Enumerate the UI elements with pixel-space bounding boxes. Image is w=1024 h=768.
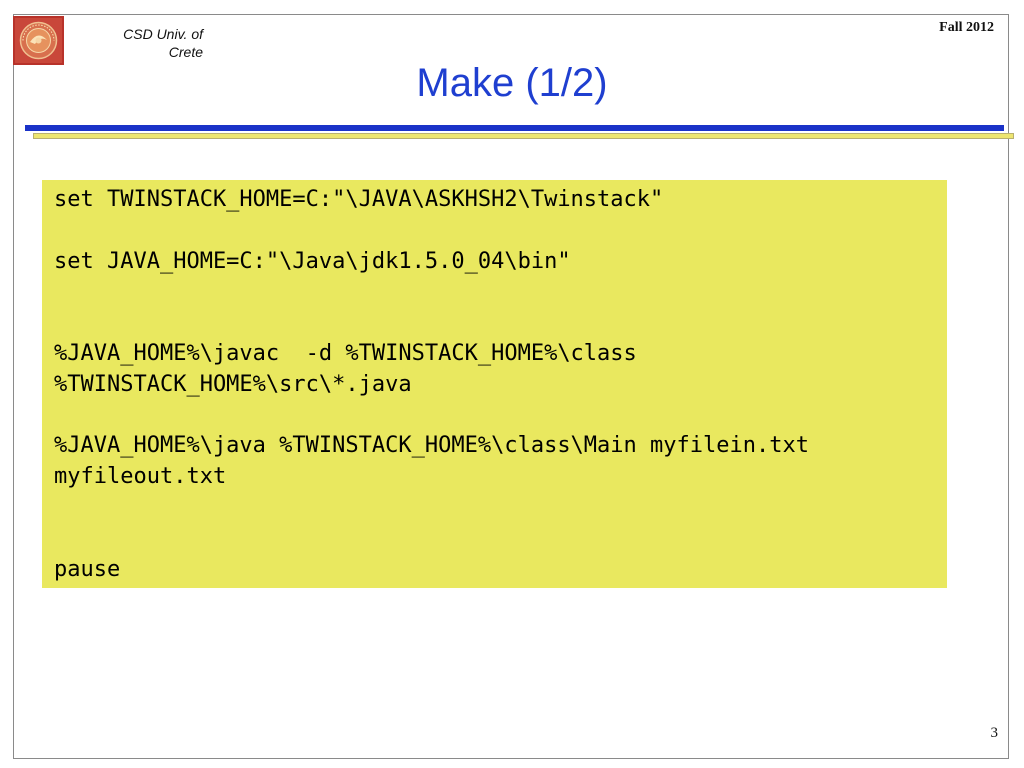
code-line	[54, 493, 947, 524]
institution-name: CSD Univ. of Crete	[123, 26, 203, 60]
slide-frame	[13, 14, 1009, 759]
term-label: Fall 2012	[939, 20, 994, 35]
page-number: 3	[990, 725, 999, 741]
code-line: set TWINSTACK_HOME=C:"\JAVA\ASKHSH2\Twin…	[54, 187, 664, 212]
slide-title: Make (1/2)	[416, 61, 608, 105]
code-line: myfileout.txt	[54, 464, 227, 490]
code-line: pause	[54, 556, 121, 582]
code-line	[54, 216, 947, 247]
university-seal-icon	[13, 16, 64, 65]
code-line: %JAVA_HOME%\java %TWINSTACK_HOME%\class\…	[54, 433, 809, 459]
title-underline-blue	[25, 125, 1004, 131]
code-line: set JAVA_HOME=C:"\Java\jdk1.5.0_04\bin"	[54, 248, 571, 274]
code-line	[54, 308, 947, 339]
code-line: %JAVA_HOME%\javac -d %TWINSTACK_HOME%\cl…	[54, 340, 637, 366]
code-line	[54, 524, 947, 555]
code-block: set TWINSTACK_HOME=C:"\JAVA\ASKHSH2\Twin…	[42, 180, 947, 588]
title-underline-yellow	[33, 133, 1014, 139]
code-line: %TWINSTACK_HOME%\src\*.java	[54, 371, 412, 397]
code-line	[54, 277, 947, 308]
code-line	[54, 401, 947, 432]
